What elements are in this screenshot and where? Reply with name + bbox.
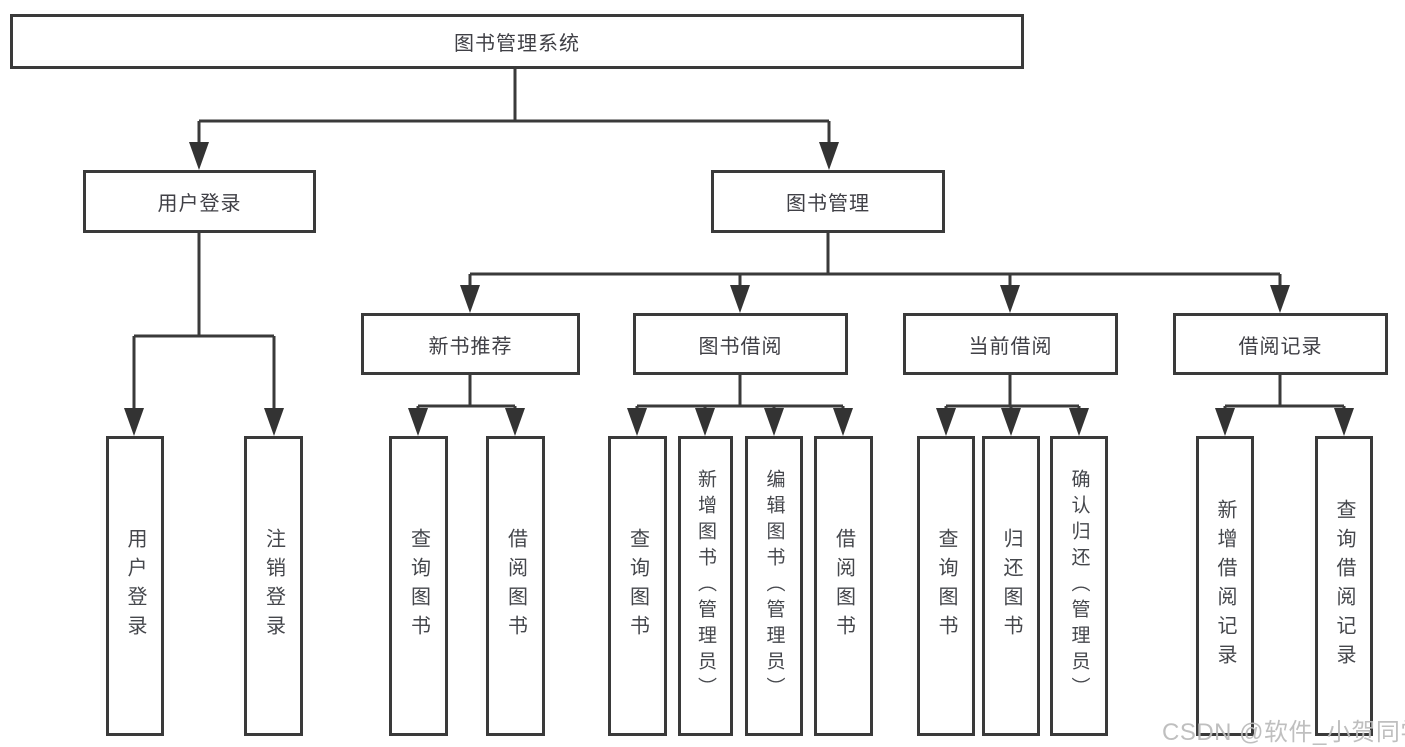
leaf-user-login-label: 用户登录 (124, 528, 146, 644)
node-current-borrow: 当前借阅 (903, 313, 1118, 375)
leaf-edit-book-admin-label: 编辑图书（管理员） (763, 469, 785, 703)
csdn-watermark: CSDN @软件_小贺同学 (1162, 719, 1405, 746)
arrow-down-icon (1000, 285, 1020, 313)
arrow-down-icon (1069, 408, 1089, 436)
leaf-borrow-book-recommend-label: 借阅图书 (504, 528, 527, 644)
node-book-borrow-label: 图书借阅 (698, 335, 783, 358)
arrow-down-icon (764, 408, 784, 436)
arrow-down-icon (627, 408, 647, 436)
arrow-down-icon (819, 142, 839, 170)
arrow-down-icon (505, 408, 525, 436)
arrow-down-icon (1270, 285, 1290, 313)
node-current-borrow-label: 当前借阅 (968, 335, 1053, 358)
leaf-add-book-admin-label: 新增图书（管理员） (695, 469, 716, 703)
arrow-down-icon (408, 408, 428, 436)
leaf-add-borrow-record: 新增借阅记录 (1196, 436, 1254, 736)
arrow-down-icon (936, 408, 956, 436)
node-user-login: 用户登录 (83, 170, 316, 233)
node-root: 图书管理系统 (10, 14, 1024, 69)
node-root-label: 图书管理系统 (454, 33, 580, 55)
node-new-book-recommend: 新书推荐 (361, 313, 580, 375)
leaf-query-book-recommend-label: 查询图书 (407, 528, 430, 644)
leaf-add-book-admin: 新增图书（管理员） (678, 436, 733, 736)
node-book-borrow: 图书借阅 (633, 313, 848, 375)
arrow-down-icon (1001, 408, 1021, 436)
arrow-down-icon (189, 142, 209, 170)
leaf-logout-label: 注销登录 (262, 528, 285, 644)
leaf-query-borrow-record-label: 查询借阅记录 (1333, 499, 1355, 673)
node-borrow-record-label: 借阅记录 (1238, 335, 1323, 358)
arrowheads (124, 142, 1354, 436)
leaf-query-book-borrow: 查询图书 (608, 436, 667, 736)
leaf-user-login: 用户登录 (106, 436, 164, 736)
arrow-down-icon (695, 408, 715, 436)
arrow-down-icon (730, 285, 750, 313)
leaf-borrow-book-recommend: 借阅图书 (486, 436, 545, 736)
node-book-management-label: 图书管理 (786, 193, 870, 215)
node-user-login-label: 用户登录 (157, 193, 242, 215)
leaf-borrow-book-label: 借阅图书 (832, 528, 855, 644)
leaf-query-book-current: 查询图书 (917, 436, 975, 736)
leaf-add-borrow-record-label: 新增借阅记录 (1214, 499, 1236, 673)
leaf-confirm-return-admin-label: 确认归还（管理员） (1068, 469, 1090, 703)
leaf-edit-book-admin: 编辑图书（管理员） (745, 436, 803, 736)
leaf-return-book: 归还图书 (982, 436, 1040, 736)
arrow-down-icon (460, 285, 480, 313)
arrow-down-icon (833, 408, 853, 436)
leaf-return-book-label: 归还图书 (1000, 528, 1022, 644)
leaf-query-book-borrow-label: 查询图书 (626, 528, 649, 644)
leaf-query-book-recommend: 查询图书 (389, 436, 448, 736)
arrow-down-icon (1215, 408, 1235, 436)
leaf-borrow-book: 借阅图书 (814, 436, 873, 736)
leaf-confirm-return-admin: 确认归还（管理员） (1050, 436, 1108, 736)
node-book-management: 图书管理 (711, 170, 945, 233)
node-new-book-recommend-label: 新书推荐 (428, 335, 513, 358)
arrow-down-icon (264, 408, 284, 436)
arrow-down-icon (1334, 408, 1354, 436)
arrow-down-icon (124, 408, 144, 436)
leaf-query-borrow-record: 查询借阅记录 (1315, 436, 1373, 736)
node-borrow-record: 借阅记录 (1173, 313, 1388, 375)
leaf-logout: 注销登录 (244, 436, 303, 736)
leaf-query-book-current-label: 查询图书 (935, 528, 957, 644)
